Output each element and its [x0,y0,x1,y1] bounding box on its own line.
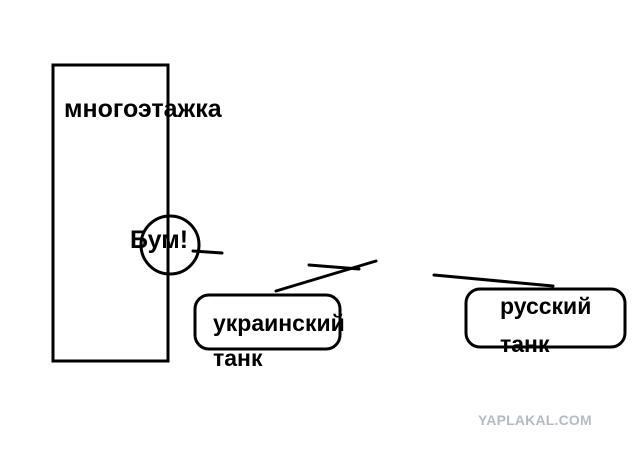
russian-tank-label-line1: русский [500,293,592,319]
explosion-circle [139,214,201,276]
building-rect [51,63,170,363]
ukrainian-tank-label-line1: украинский [213,310,345,336]
ukrainian-tank-barrel [274,259,378,293]
russian-tank-barrel [432,273,555,288]
ukrainian-tank-body [193,293,342,351]
building-label: многоэтажка [64,95,222,123]
ukrainian-tank-label-line2: танк [213,345,263,371]
impact-stroke [191,249,224,255]
russian-tank-label-line2: танк [500,331,550,357]
watermark-text: YAPLAKAL.COM [478,412,592,428]
barrel-cross-stroke [307,263,361,271]
boom-label: Бум! [130,226,189,254]
russian-tank-body [464,287,627,349]
